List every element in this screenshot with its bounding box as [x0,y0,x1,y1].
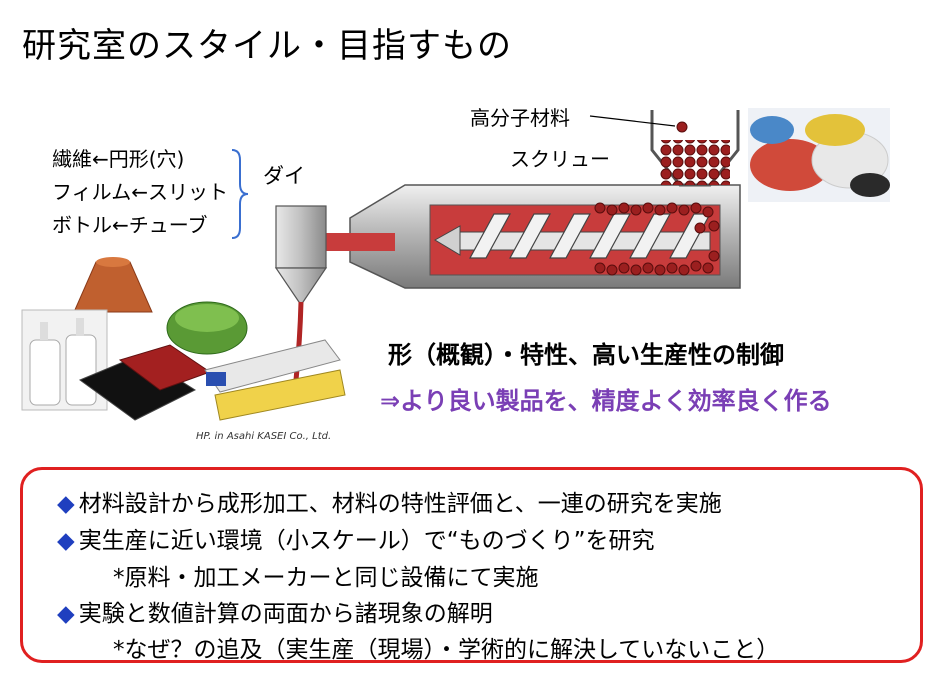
extruder-diagram [21,108,890,421]
pellet-photo [748,108,890,202]
diamond-bullet-icon: ◆ [57,491,75,517]
hopper [650,110,740,187]
product-label-list: 繊維←円形(穴) フィルム←スリット ボトル←チューブ [52,143,228,242]
page-title: 研究室のスタイル・目指すもの [22,26,512,66]
headline: 形（概観）・特性、高い生産性の制御 [388,341,784,369]
product-photos [21,257,346,421]
material-leader-line [589,115,676,127]
point-3: ◆実験と数値計算の両面から諸現象の解明 [57,594,493,628]
point-text: *原料・加工メーカーと同じ設備にて実施 [113,565,539,591]
subline: ⇒より良い製品を、精度よく効率良く作る [380,387,832,415]
point-2: ◆実生産に近い環境（小スケール）で“ものづくり”を研究 [57,521,655,555]
extruder-screw [434,213,712,259]
polymer-pellets [594,202,720,276]
point-text: *なぜ？の追及（実生産（現場）・学術的に解決していないこと） [113,637,780,663]
point-2-note: *原料・加工メーカーと同じ設備にて実施 [113,558,539,592]
die-label: ダイ [263,164,305,188]
melt-channel [325,233,395,251]
point-text: 材料設計から成形加工、材料の特性評価と、一連の研究を実施 [78,491,722,517]
diamond-bullet-icon: ◆ [57,601,75,627]
curly-brace-icon [231,149,249,239]
product-label-bottle: ボトル←チューブ [52,213,208,237]
point-1: ◆材料設計から成形加工、材料の特性評価と、一連の研究を実施 [57,484,722,518]
point-text: 実生産に近い環境（小スケール）で“ものづくり”を研究 [78,528,655,554]
product-label-film: フィルム←スリット [52,180,228,204]
die [274,205,328,381]
point-3-note: *なぜ？の追及（実生産（現場）・学術的に解決していないこと） [113,630,779,664]
photo-credit: HP. in Asahi KASEI Co., Ltd. [196,431,332,442]
material-label: 高分子材料 [470,106,570,130]
summary-box: ◆材料設計から成形加工、材料の特性評価と、一連の研究を実施 ◆実生産に近い環境（… [20,467,923,663]
screw-label: スクリュー [510,147,610,171]
product-label-fiber: 繊維←円形(穴) [52,147,185,171]
point-text: 実験と数値計算の両面から諸現象の解明 [78,601,493,627]
diamond-bullet-icon: ◆ [57,528,75,554]
